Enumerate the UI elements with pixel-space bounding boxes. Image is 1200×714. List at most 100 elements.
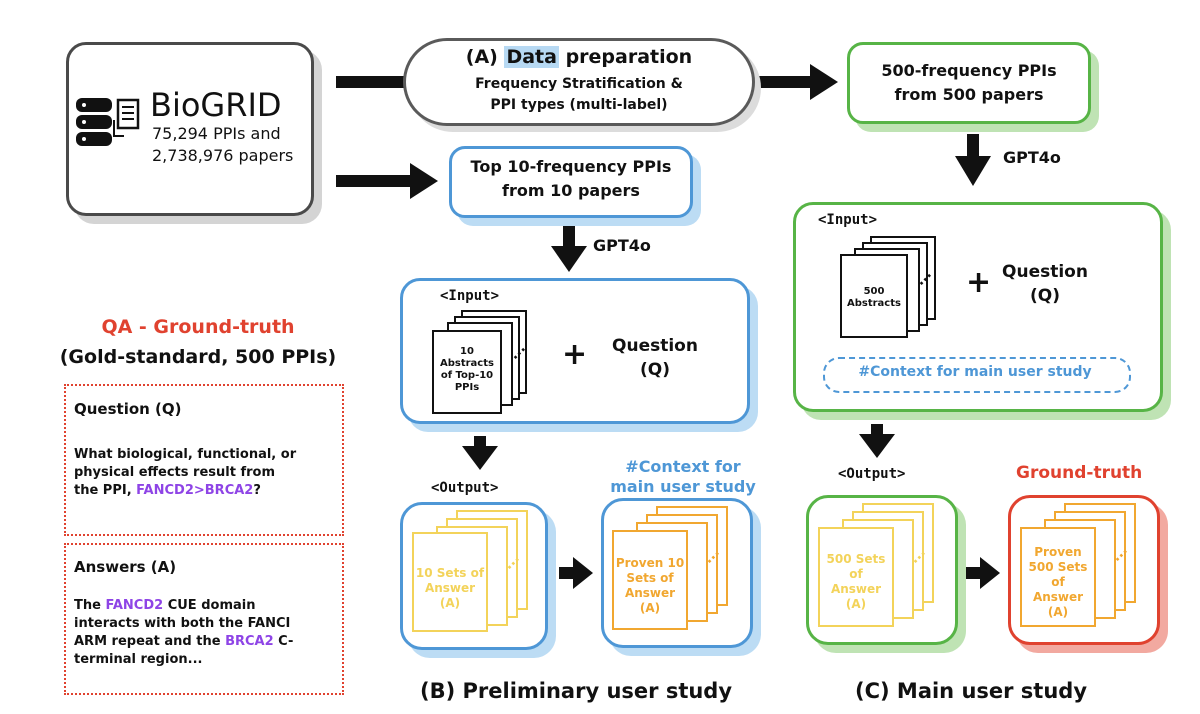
gt-l3: of — [1051, 575, 1065, 589]
data-preparation-box — [403, 38, 755, 126]
qa-title: QA - Ground-truth — [101, 316, 295, 338]
main-context-pill — [823, 357, 1131, 393]
preliminary-context-label: #Context for main user study — [588, 457, 778, 497]
preliminary-study-title: (B) Preliminary user study — [420, 679, 733, 703]
main-input-label: <Input> — [818, 212, 878, 228]
arrow-b-input-to-output-head — [462, 446, 498, 470]
arrow-biogrid-to-top10-shaft — [336, 175, 412, 187]
answer-paper-front — [412, 532, 488, 632]
gt-paper-front — [1020, 527, 1096, 627]
plus-sign: + — [966, 265, 992, 300]
arrow-b-input-to-output-shaft — [474, 436, 486, 448]
top10-box — [449, 146, 693, 218]
paper-text-l2: Abstracts — [847, 298, 901, 309]
arrow-prep-to-500-head — [810, 64, 838, 100]
sets-l2: Answer — [424, 581, 476, 595]
proven-l1: Proven 10 — [615, 556, 685, 570]
answer-paper-front — [818, 527, 894, 627]
context-l2: main user study — [610, 477, 756, 496]
biogrid-title: BioGRID — [150, 86, 282, 124]
plus-sign: + — [562, 337, 588, 372]
question-line1: What biological, functional, or — [74, 447, 297, 462]
question-l2: (Q) — [640, 360, 670, 380]
answer-header: Answers (A) — [74, 558, 177, 576]
data-preparation-title: (A) Data preparation — [403, 46, 755, 68]
arrow-b-sets-to-proven-shaft — [559, 567, 575, 579]
main-output-label: <Output> — [838, 466, 906, 482]
sets-l4: (A) — [845, 597, 867, 611]
answer-panel — [64, 543, 344, 695]
arrow-prep-to-500-shaft — [756, 76, 812, 88]
arrow-top10-to-input-head — [551, 246, 587, 272]
gpt-label-right: GPT4o — [1003, 148, 1061, 167]
question-l1: Question — [1002, 262, 1088, 282]
qa-subtitle: (Gold-standard, 500 PPIs) — [59, 346, 337, 368]
answer-line4: terminal region... — [74, 652, 203, 667]
question-label: Question (Q) — [595, 334, 715, 382]
question-body: What biological, functional, or physical… — [74, 446, 296, 500]
arrow-biogrid-to-prep — [336, 76, 404, 88]
question-panel — [64, 384, 344, 536]
question-label: Question (Q) — [985, 260, 1105, 308]
paper-text-l2: Abstracts — [440, 358, 494, 369]
arrow-500-to-input-shaft — [967, 134, 979, 158]
question-line3: the PPI, FANCD2>BRCA2? — [74, 482, 296, 500]
biogrid-ppi-count: 75,294 PPIs and — [152, 124, 281, 143]
abstracts-paper-text: 500 Abstracts — [840, 286, 908, 310]
gpt-label-left: GPT4o — [593, 236, 651, 255]
freq500-line2: from 500 papers — [894, 85, 1044, 104]
main-context-text: #Context for main user study — [858, 364, 1092, 380]
protein-name: FANCD2 — [105, 598, 164, 613]
abstracts-paper-front — [432, 330, 502, 414]
question-l3-prefix: the PPI, — [74, 483, 137, 498]
gt-answer-text: Proven 500 Sets of Answer (A) — [1020, 545, 1096, 620]
prep-label-prefix: (A) — [465, 46, 505, 68]
top10-line2: from 10 papers — [502, 181, 640, 200]
answer-l3-prefix: ARM repeat and the — [74, 634, 226, 649]
sets-l3: (A) — [439, 596, 461, 610]
gt-l1: Proven — [1034, 545, 1082, 559]
proven-paper-front — [612, 530, 688, 630]
paper-text-l3: of Top-10 — [440, 370, 494, 381]
proven-answer-text: Proven 10 Sets of Answer (A) — [612, 556, 688, 616]
proven-l3: Answer — [624, 586, 676, 600]
arrow-c-sets-to-gt-shaft — [966, 567, 982, 579]
proven-l4: (A) — [639, 601, 661, 615]
paper-text-l1: 500 — [863, 286, 885, 297]
answer-body: The FANCD2 CUE domain interacts with bot… — [74, 597, 293, 669]
question-l1: Question — [612, 336, 698, 356]
proven-l2: Sets of — [626, 571, 674, 585]
answer-line1: The FANCD2 CUE domain — [74, 597, 293, 615]
answer-line2: interacts with both the FANCI — [74, 616, 291, 631]
main-study-title: (C) Main user study — [855, 679, 1088, 703]
protein-name: BRCA2 — [225, 634, 274, 649]
answer-sets-text: 10 Sets of Answer (A) — [412, 566, 488, 611]
abstracts-paper-text: 10 Abstracts of Top-10 PPIs — [432, 346, 502, 394]
sets-l1: 10 Sets of — [415, 566, 485, 580]
prep-label-suffix: preparation — [558, 46, 693, 68]
prep-line2: PPI types (multi-label) — [490, 97, 668, 113]
preliminary-output-label: <Output> — [431, 480, 499, 496]
answer-line3: ARM repeat and the BRCA2 C- — [74, 633, 293, 651]
question-header: Question (Q) — [74, 400, 182, 418]
sets-l1: 500 Sets — [826, 552, 886, 566]
arrow-top10-to-input-shaft — [563, 226, 575, 248]
prep-line1: Frequency Stratification & — [475, 76, 683, 92]
paper-text-l4: PPIs — [454, 382, 480, 393]
biogrid-paper-count: 2,738,976 papers — [152, 146, 294, 165]
ground-truth-label: Ground-truth — [1016, 463, 1143, 483]
arrow-c-input-to-output-head — [859, 434, 895, 458]
gt-l2: 500 Sets — [1028, 560, 1088, 574]
question-l3-suffix: ? — [253, 483, 261, 498]
freq500-box — [847, 42, 1091, 124]
gt-l5: (A) — [1047, 605, 1069, 619]
arrow-b-sets-to-proven-head — [573, 557, 593, 589]
answer-sets-text: 500 Sets of Answer (A) — [818, 552, 894, 612]
arrow-500-to-input-head — [955, 156, 991, 186]
paper-text-l1: 10 — [460, 346, 474, 357]
answer-l3-suffix: C- — [273, 634, 294, 649]
arrow-c-input-to-output-shaft — [871, 424, 883, 436]
question-l2: (Q) — [1030, 286, 1060, 306]
question-line2: physical effects result from — [74, 465, 275, 480]
sets-l3: Answer — [830, 582, 882, 596]
